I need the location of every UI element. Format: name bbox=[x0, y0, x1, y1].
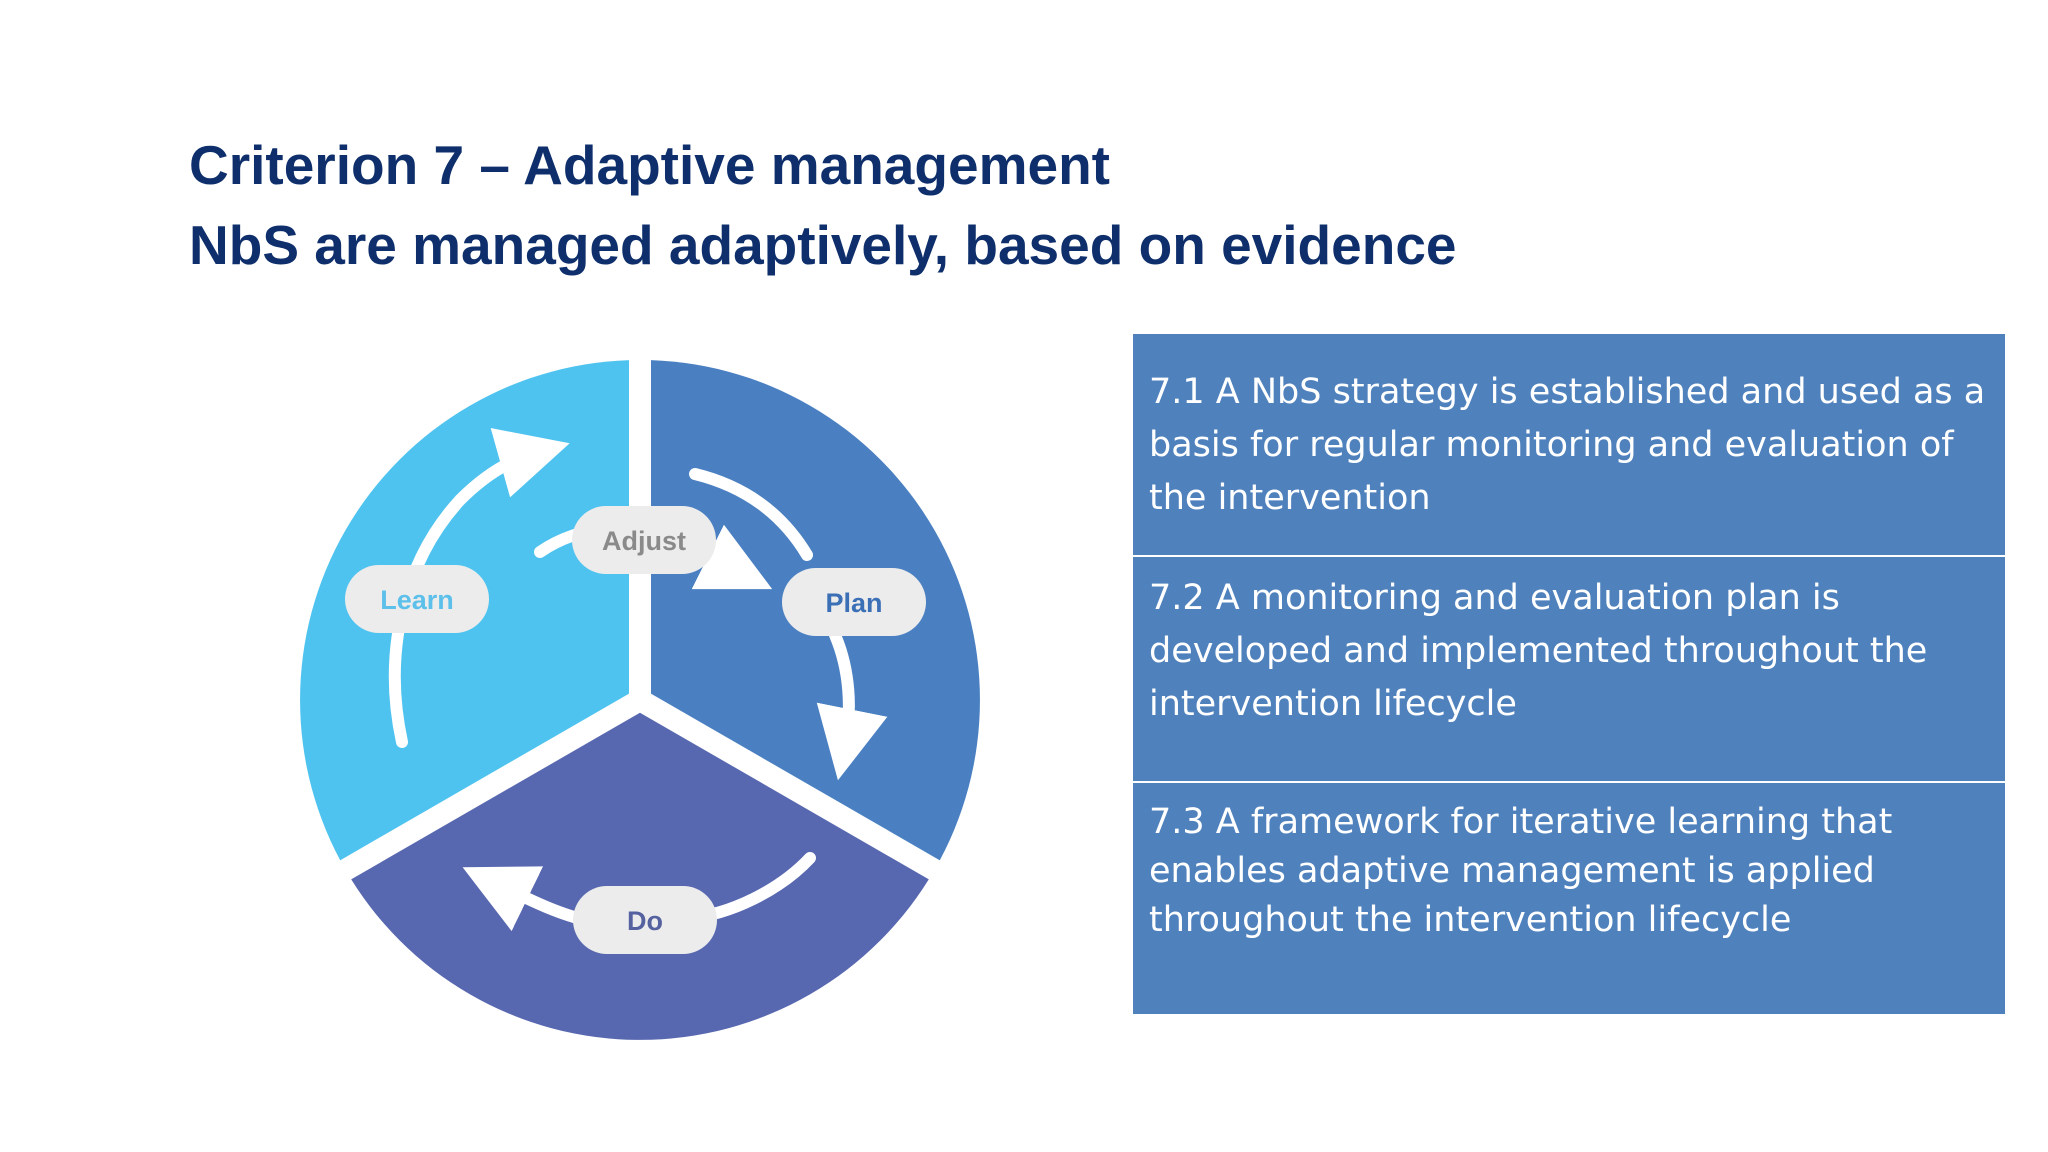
title-line-2: NbS are managed adaptively, based on evi… bbox=[189, 214, 1457, 276]
plan-label: Plan bbox=[825, 588, 882, 618]
plan-pill: Plan bbox=[782, 568, 926, 636]
do-sector bbox=[345, 700, 935, 1040]
slide-title: Criterion 7 – Adaptive management NbS ar… bbox=[189, 125, 1889, 285]
criteria-row-7-1: 7.1 A NbS strategy is established and us… bbox=[1133, 334, 2005, 557]
learn-label: Learn bbox=[380, 585, 454, 615]
criteria-row-7-3: 7.3 A framework for iterative learning t… bbox=[1149, 802, 1893, 940]
learn-up-arrow bbox=[388, 428, 570, 748]
do-label: Do bbox=[627, 906, 663, 936]
adaptive-cycle-diagram: Learn Adjust Plan Do bbox=[300, 350, 980, 1040]
adjust-label: Adjust bbox=[602, 526, 686, 556]
plan-down-arrow bbox=[816, 629, 888, 781]
adjust-right-arrow bbox=[691, 524, 773, 590]
plan-top-arc bbox=[689, 468, 813, 561]
learn-pill: Learn bbox=[345, 565, 489, 633]
criteria-row-7-2: 7.2 A monitoring and evaluation plan is … bbox=[1133, 558, 2005, 783]
title-line-1: Criterion 7 – Adaptive management bbox=[189, 134, 1110, 196]
do-pill: Do bbox=[573, 886, 717, 954]
criteria-table: 7.1 A NbS strategy is established and us… bbox=[1133, 334, 2005, 1014]
adjust-pill: Adjust bbox=[572, 506, 716, 574]
